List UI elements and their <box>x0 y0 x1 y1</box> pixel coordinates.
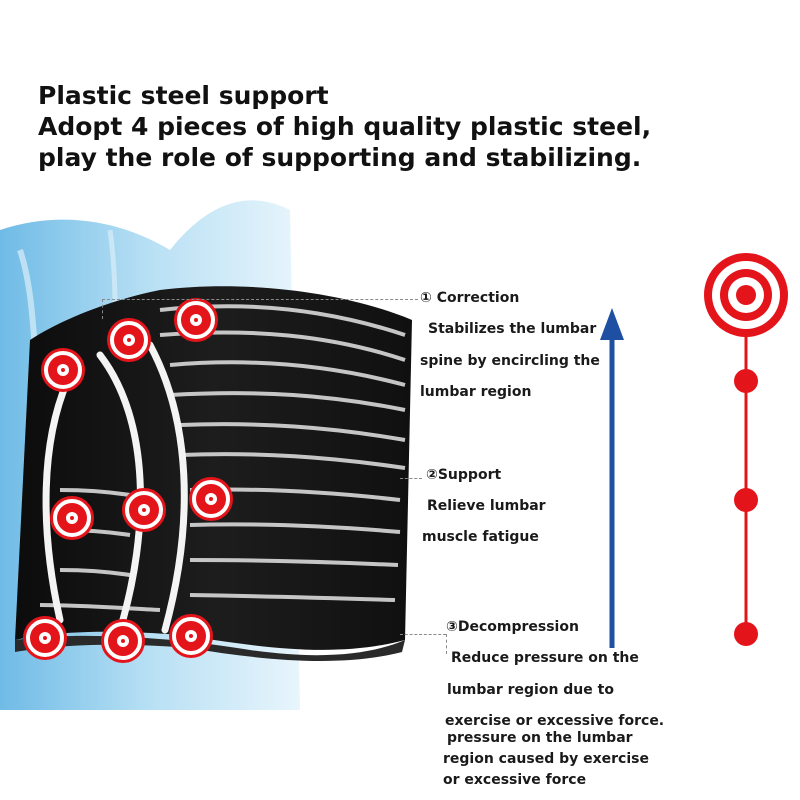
hotspot-marker-icon <box>192 480 230 518</box>
scale-dot-icon <box>734 369 758 393</box>
leader-line-decompression-drop <box>446 634 447 654</box>
callout-decompression-line-1: Reduce pressure on the <box>451 650 639 666</box>
plastic-steel-stays <box>42 341 188 634</box>
hotspot-marker-icon <box>104 622 142 660</box>
leader-line-support <box>400 478 422 479</box>
scale-dot-icon <box>734 488 758 512</box>
hotspot-marker-icon <box>26 619 64 657</box>
callout-correction-line-1: Stabilizes the lumbar <box>428 321 597 337</box>
callout-support-line-2: muscle fatigue <box>422 529 539 545</box>
hotspot-marker-icon <box>172 617 210 655</box>
callout-support-line-1: Relieve lumbar <box>427 498 546 514</box>
callout-decompression-line-6: or excessive force <box>443 772 587 788</box>
hotspot-marker-icon <box>44 351 82 389</box>
callout-decompression-line-5: region caused by exercise <box>443 751 649 767</box>
callout-correction-line-2: spine by encircling the <box>420 353 600 369</box>
callout-decompression-line-2: lumbar region due to <box>447 682 614 698</box>
subheadline-line-1: Adopt 4 pieces of high quality plastic s… <box>38 112 652 141</box>
hotspot-marker-icon <box>177 301 215 339</box>
subheadline-line-2: play the role of supporting and stabiliz… <box>38 143 642 172</box>
callout-correction-title: ① Correction <box>420 290 520 306</box>
callout-correction-line-3: lumbar region <box>420 384 532 400</box>
up-arrow-icon <box>600 308 624 648</box>
leader-line-decompression <box>400 634 446 635</box>
callout-decompression-line-3: exercise or excessive force. <box>445 713 665 729</box>
callout-decompression-title: ③Decompression <box>446 619 579 635</box>
hotspot-marker-icon <box>53 499 91 537</box>
target-icon <box>704 253 788 337</box>
hotspot-marker-icon <box>125 491 163 529</box>
hotspot-marker-icon <box>110 321 148 359</box>
leader-line-correction <box>102 299 418 300</box>
callout-support-title: ②Support <box>426 467 502 483</box>
scale-dot-icon <box>734 622 758 646</box>
leader-line-correction-drop <box>102 299 103 319</box>
headline: Plastic steel support <box>38 81 329 110</box>
target-scale-graphic <box>704 253 788 646</box>
callout-decompression-line-4: pressure on the lumbar <box>447 730 633 746</box>
